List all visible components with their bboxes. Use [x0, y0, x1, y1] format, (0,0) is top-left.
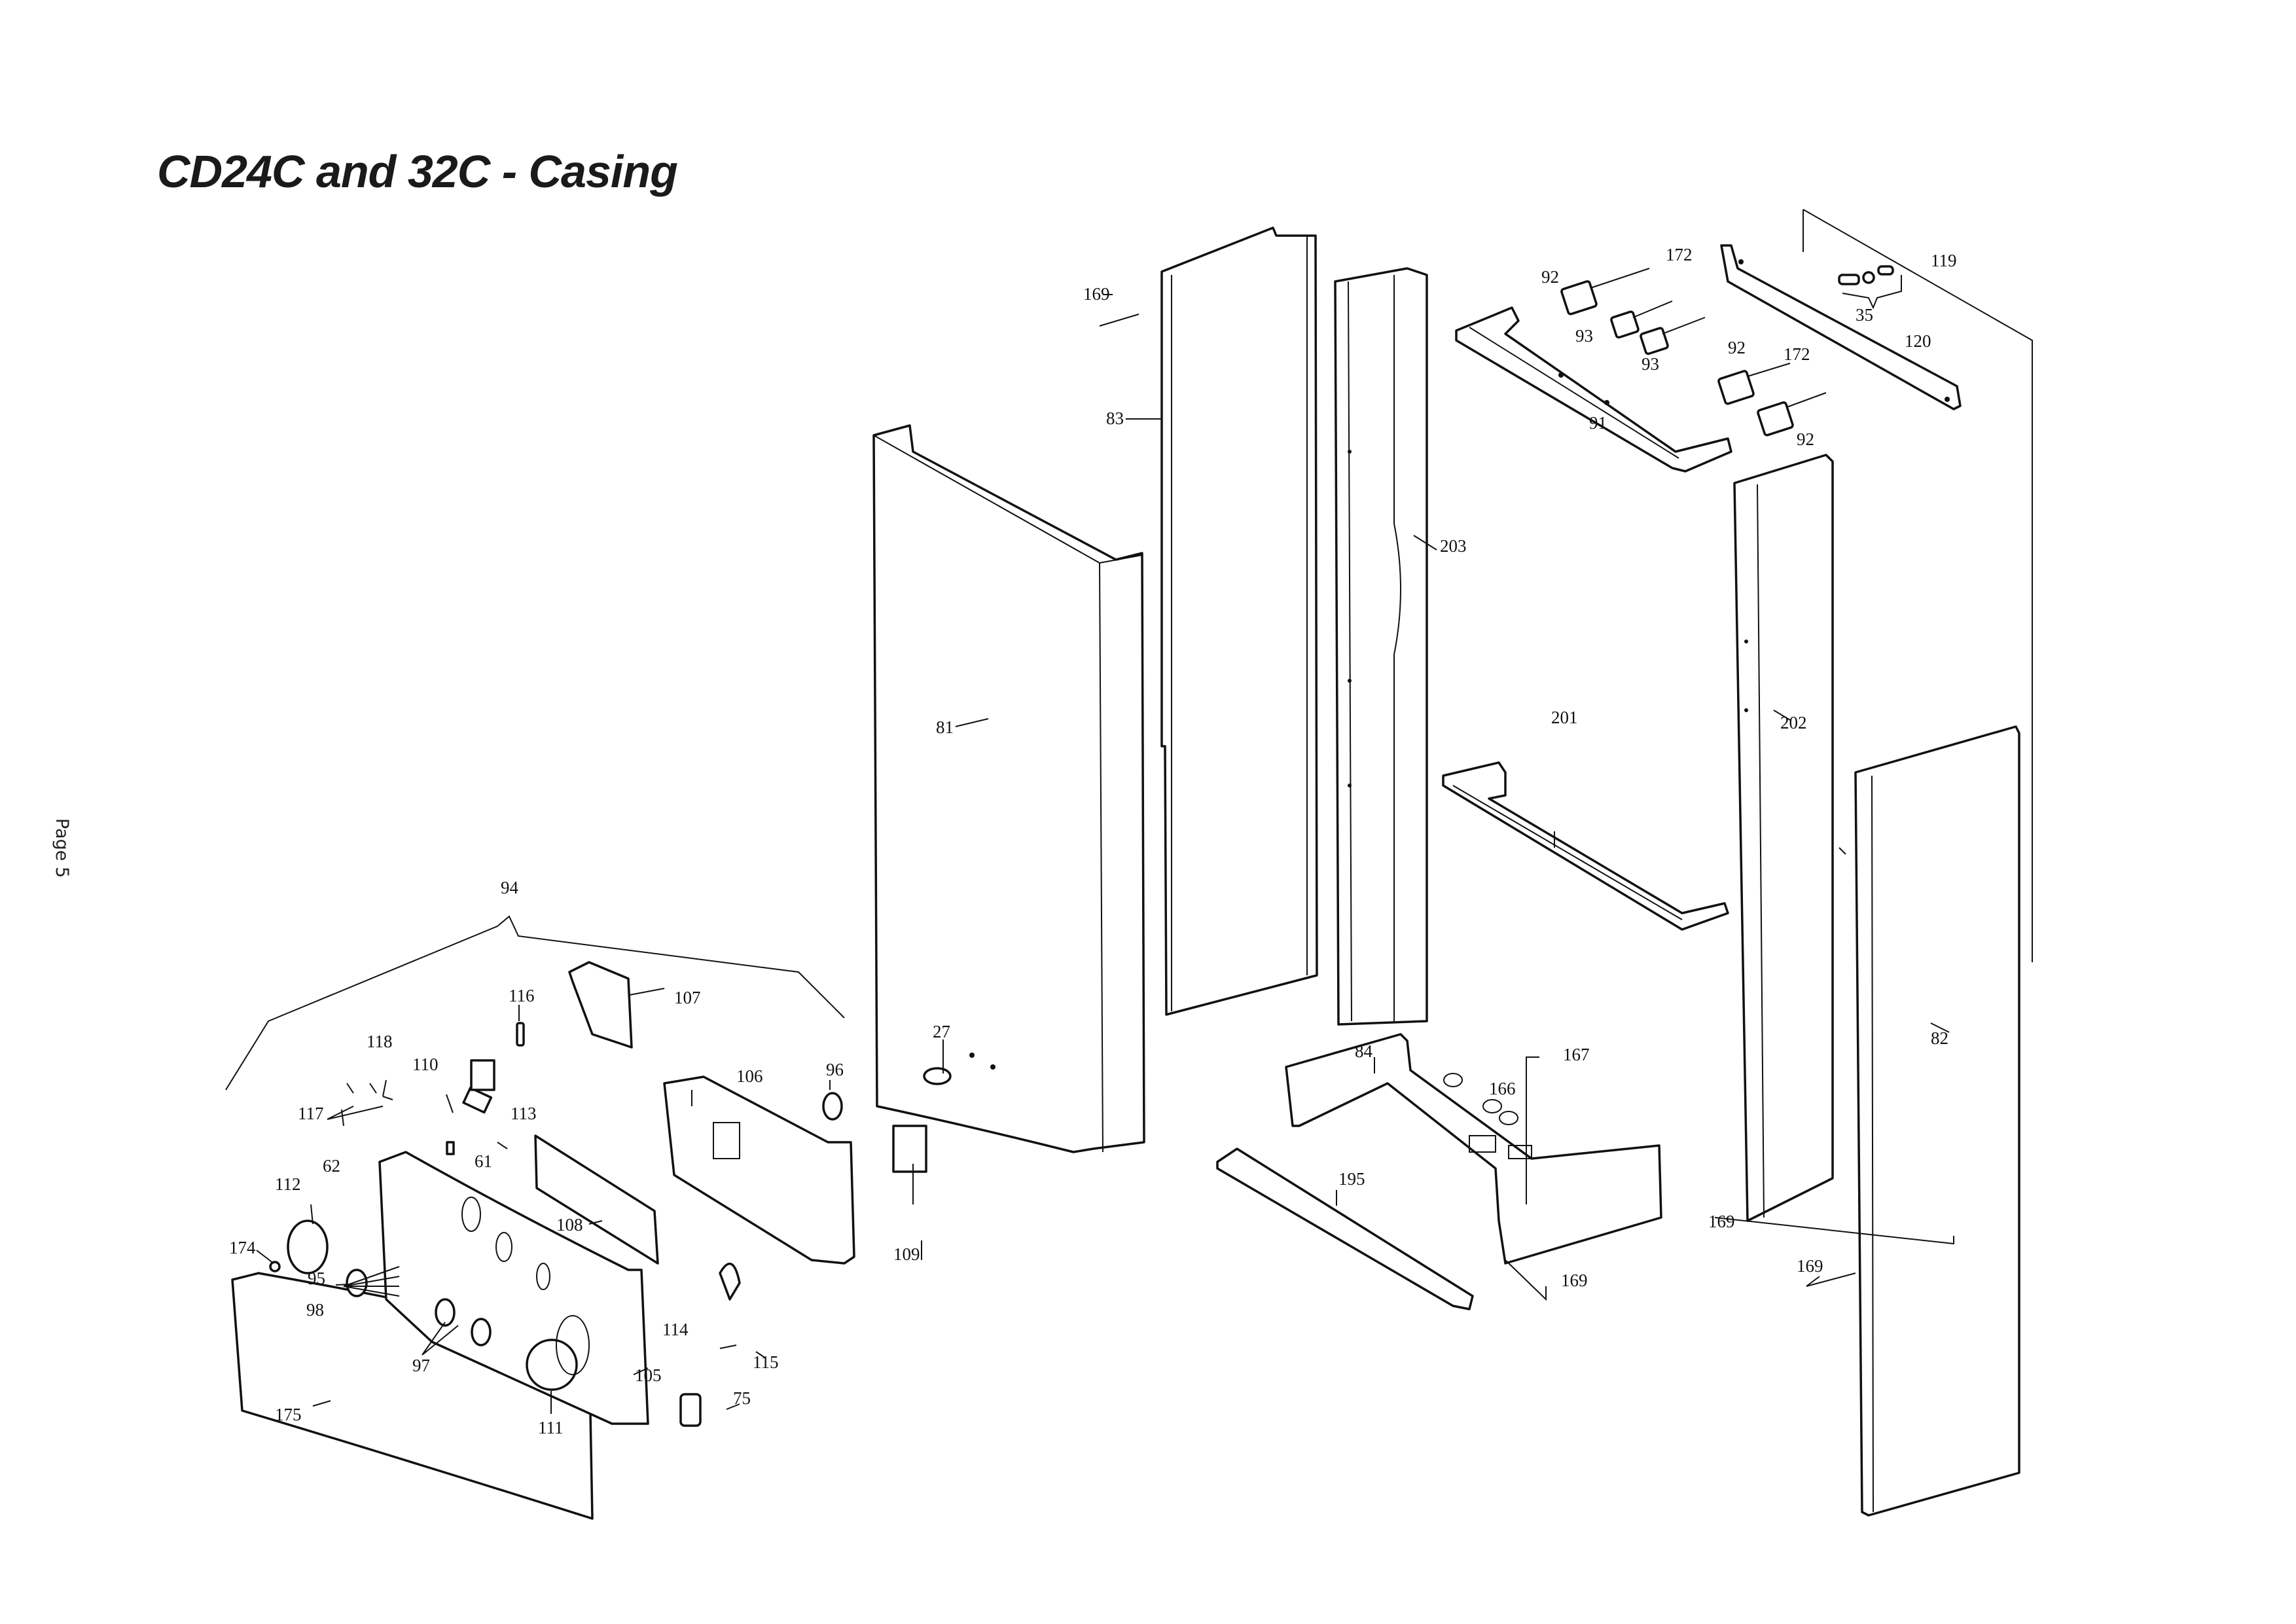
- label-105: 105: [635, 1365, 662, 1385]
- part-knobs: [269, 1261, 492, 1346]
- label-118: 118: [367, 1032, 393, 1051]
- label-106: 106: [736, 1066, 763, 1086]
- label-92-b: 92: [1728, 338, 1746, 357]
- label-120: 120: [1905, 331, 1931, 351]
- part-control-panel: [378, 1151, 649, 1425]
- part-left-side-panel: [1160, 226, 1318, 1016]
- label-119: 119: [1931, 251, 1957, 270]
- label-117: 117: [298, 1104, 324, 1123]
- label-169-d: 169: [1797, 1256, 1823, 1276]
- part-side-frame: [1334, 267, 1428, 1026]
- label-83: 83: [1106, 408, 1124, 428]
- label-203: 203: [1440, 536, 1467, 556]
- leader-lines: [256, 294, 1954, 1414]
- label-201: 201: [1551, 708, 1578, 727]
- label-92-c: 92: [1797, 429, 1814, 449]
- part-pressure-gauge: [287, 1219, 329, 1274]
- label-98: 98: [306, 1300, 324, 1320]
- part-right-side-panel: [1733, 454, 1834, 1222]
- label-202: 202: [1780, 713, 1807, 732]
- part-pcb: [534, 1134, 659, 1265]
- label-167: 167: [1563, 1045, 1590, 1064]
- label-175: 175: [275, 1405, 302, 1424]
- label-195: 195: [1338, 1169, 1365, 1189]
- label-174: 174: [229, 1238, 256, 1257]
- label-172-a: 172: [1666, 245, 1693, 264]
- label-27: 27: [933, 1022, 950, 1041]
- part-rear-panel-outline: [1803, 209, 2033, 962]
- part-rear-bracket: [1720, 244, 1962, 410]
- label-108: 108: [556, 1215, 583, 1235]
- page-title: CD24C and 32C - Casing: [157, 146, 678, 197]
- label-111: 111: [538, 1418, 564, 1437]
- label-109: 109: [893, 1244, 920, 1264]
- label-75: 75: [733, 1388, 751, 1408]
- label-82: 82: [1931, 1028, 1948, 1048]
- assembly-bracket-94: [225, 915, 845, 1091]
- label-110: 110: [412, 1055, 439, 1074]
- label-97: 97: [412, 1356, 430, 1375]
- part-top-bracket: [1455, 306, 1732, 473]
- label-93-a: 93: [1575, 326, 1593, 346]
- part-screw-set: [1838, 265, 1902, 310]
- label-169-c: 169: [1561, 1271, 1588, 1290]
- part-clips: [1560, 268, 1827, 437]
- label-169-b: 169: [1708, 1212, 1735, 1231]
- part-base-strip: [1216, 1147, 1474, 1310]
- part-right-panel: [1839, 725, 2020, 1517]
- label-113: 113: [511, 1104, 537, 1123]
- label-35: 35: [1856, 305, 1873, 325]
- label-84: 84: [1355, 1041, 1373, 1061]
- label-166: 166: [1489, 1079, 1516, 1098]
- label-114: 114: [662, 1320, 689, 1339]
- label-96: 96: [826, 1060, 844, 1079]
- label-172-b: 172: [1784, 344, 1810, 364]
- part-small-components: [346, 961, 927, 1427]
- label-62: 62: [323, 1156, 340, 1176]
- part-rear-housing: [663, 1075, 855, 1265]
- part-lower-bracket: [1442, 761, 1729, 931]
- label-116: 116: [509, 986, 535, 1005]
- label-94: 94: [501, 878, 519, 897]
- label-95: 95: [308, 1269, 325, 1288]
- label-92-a: 92: [1541, 267, 1559, 287]
- label-61: 61: [475, 1151, 492, 1171]
- label-112: 112: [275, 1174, 301, 1194]
- label-107: 107: [674, 988, 701, 1007]
- label-81: 81: [936, 717, 954, 737]
- part-base-tray: [1285, 1033, 1662, 1265]
- label-91: 91: [1589, 413, 1607, 433]
- part-labels: 81 82 83 84 201 202 203 91 92 92 92 93 9…: [229, 245, 1957, 1437]
- label-115: 115: [753, 1352, 779, 1372]
- label-93-b: 93: [1641, 354, 1659, 374]
- label-169-a: 169: [1083, 284, 1110, 304]
- part-front-panel: [872, 424, 1145, 1153]
